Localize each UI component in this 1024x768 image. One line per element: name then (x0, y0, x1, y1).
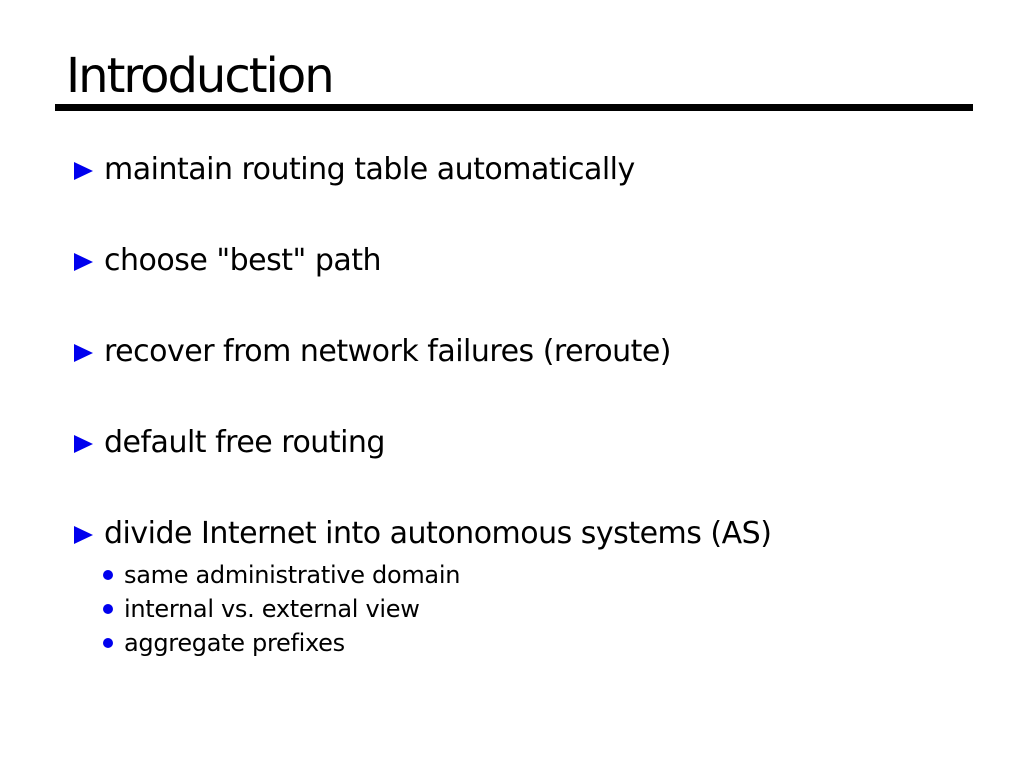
bullet-item: divide Internet into autonomous systems … (74, 516, 974, 660)
bullet-text: choose "best" path (104, 243, 382, 278)
bullet-item: default free routing (74, 425, 974, 461)
bullet-text: divide Internet into autonomous systems … (104, 516, 772, 551)
dot-bullet-icon (103, 638, 113, 648)
triangle-bullet-icon (74, 162, 93, 180)
sub-bullet-text: same administrative domain (124, 561, 461, 589)
sub-bullet-item: aggregate prefixes (103, 626, 974, 660)
triangle-bullet-icon (74, 344, 93, 362)
sub-bullet-list: same administrative domain internal vs. … (74, 558, 974, 660)
bullet-item: choose "best" path (74, 243, 974, 279)
sub-bullet-item: same administrative domain (103, 558, 974, 592)
dot-bullet-icon (103, 604, 113, 614)
bullet-row: default free routing (74, 425, 974, 461)
bullet-row: divide Internet into autonomous systems … (74, 516, 974, 552)
slide-title: Introduction (66, 48, 335, 104)
sub-bullet-item: internal vs. external view (103, 592, 974, 626)
bullet-item: recover from network failures (reroute) (74, 334, 974, 370)
dot-bullet-icon (103, 570, 113, 580)
bullet-list: maintain routing table automatically cho… (74, 152, 974, 660)
sub-bullet-text: aggregate prefixes (124, 629, 345, 657)
triangle-bullet-icon (74, 435, 93, 453)
triangle-bullet-icon (74, 253, 93, 271)
title-underline (55, 104, 973, 111)
sub-bullet-text: internal vs. external view (124, 595, 420, 623)
bullet-text: maintain routing table automatically (104, 152, 635, 187)
bullet-text: recover from network failures (reroute) (104, 334, 672, 369)
bullet-text: default free routing (104, 425, 385, 460)
bullet-item: maintain routing table automatically (74, 152, 974, 188)
bullet-row: choose "best" path (74, 243, 974, 279)
triangle-bullet-icon (74, 526, 93, 544)
bullet-row: maintain routing table automatically (74, 152, 974, 188)
bullet-row: recover from network failures (reroute) (74, 334, 974, 370)
